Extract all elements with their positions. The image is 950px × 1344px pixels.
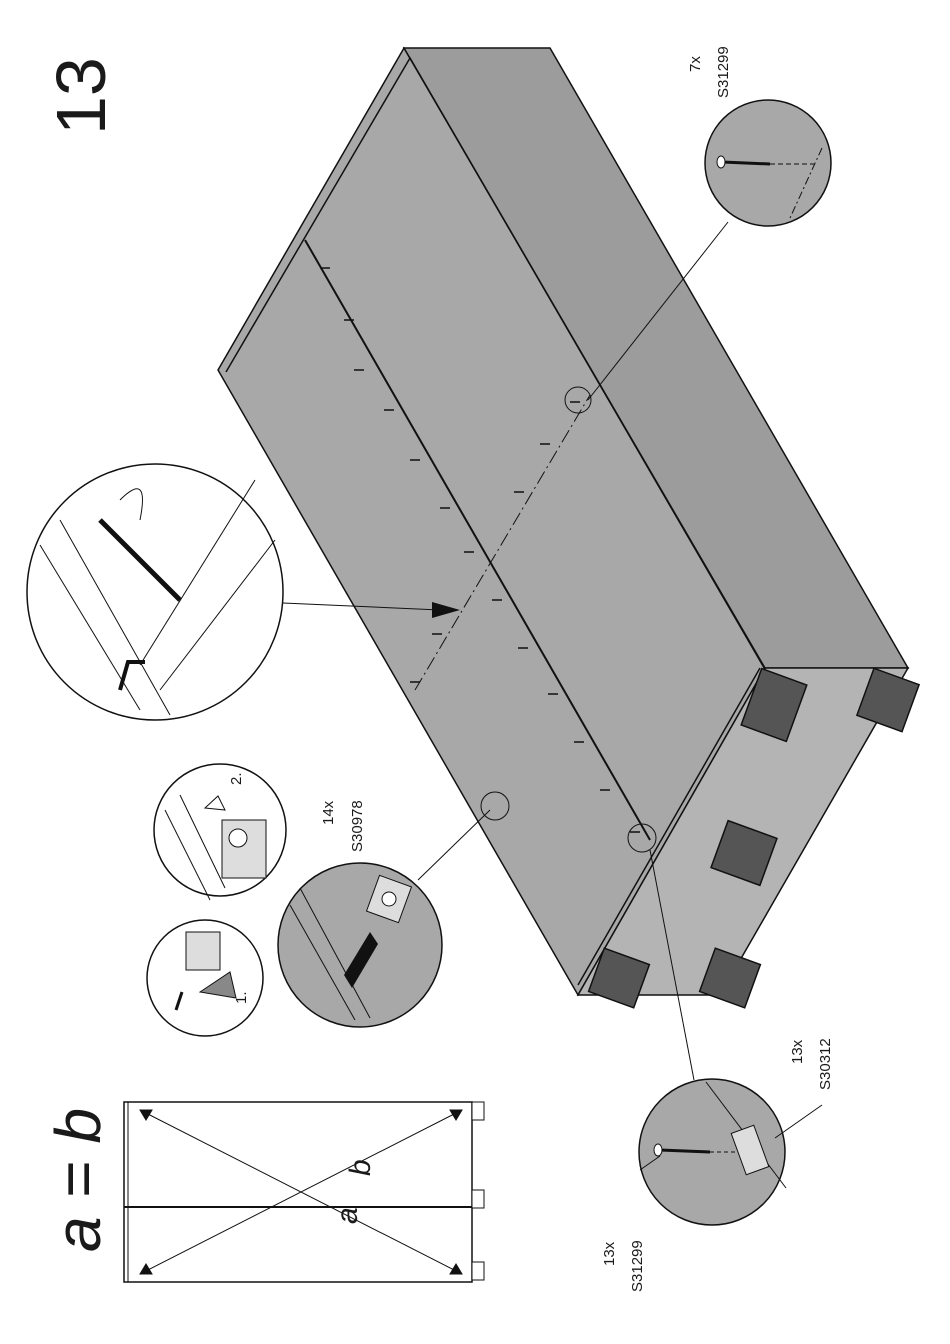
- diagonal-check-panel: [124, 1102, 484, 1282]
- callout-bottom-plate-part: S30312: [817, 1038, 834, 1090]
- step-number: 13: [42, 57, 120, 135]
- callout-step-1: [147, 920, 263, 1036]
- diagonal-label-a: a: [331, 1207, 364, 1224]
- formula-title: a = b: [42, 1108, 114, 1252]
- callout-bottom-plate-qty: 13x: [789, 1039, 806, 1064]
- callout-cam-part: S30978: [349, 800, 366, 852]
- callout-bottom-nail-part: S31299: [629, 1240, 646, 1292]
- callout-cam-fitting: [278, 792, 509, 1027]
- callout-top-part: S31299: [715, 46, 732, 98]
- diagonal-label-b: b: [344, 1159, 377, 1176]
- step-2-label: 2.: [228, 772, 245, 785]
- callout-step-2: [154, 764, 286, 900]
- callout-top-qty: 7x: [687, 56, 704, 72]
- callout-cam-qty: 14x: [320, 800, 337, 825]
- step-1-label: 1.: [233, 991, 250, 1004]
- callout-bottom-nail-qty: 13x: [601, 1241, 618, 1266]
